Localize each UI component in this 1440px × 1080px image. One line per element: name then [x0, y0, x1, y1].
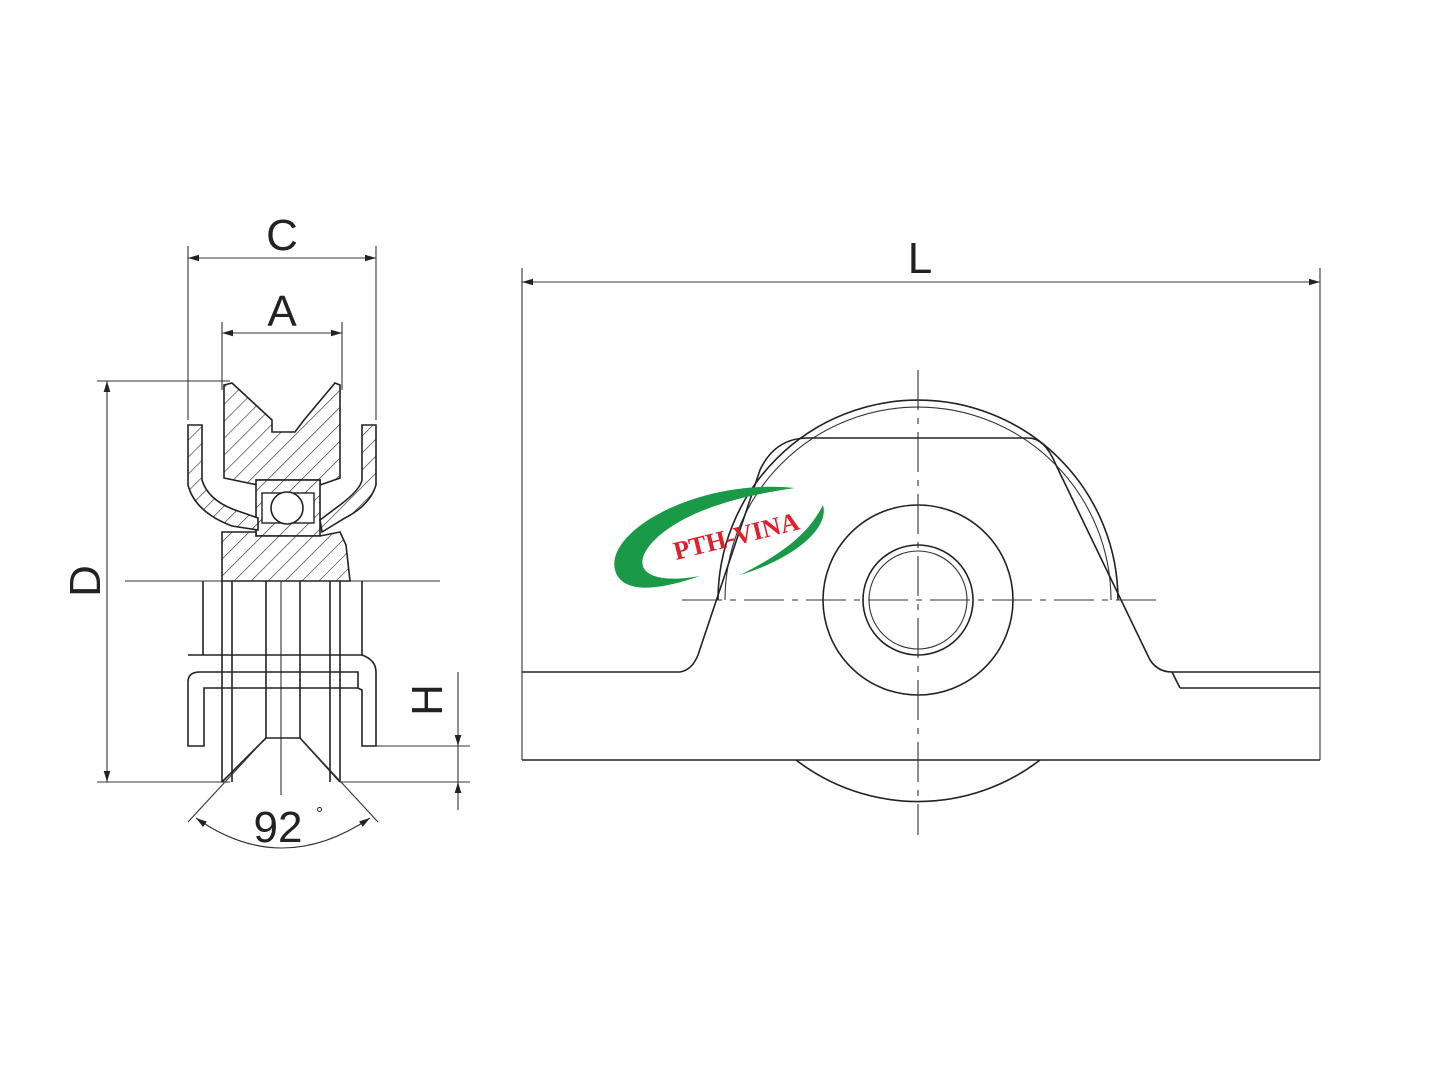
wheel-section-upper — [223, 382, 341, 487]
section-view — [97, 246, 470, 849]
ball-icon — [270, 491, 304, 525]
front-view — [521, 268, 1321, 835]
label-l: L — [908, 234, 932, 283]
bottom-channel — [187, 654, 377, 747]
wheel-section-lower — [221, 531, 351, 582]
label-h: H — [403, 684, 452, 716]
label-c: C — [266, 211, 298, 260]
label-angle-unit: ° — [316, 804, 323, 824]
angle-arc — [195, 817, 371, 849]
label-angle: 92 — [254, 803, 303, 852]
wheel-outline-bottom — [795, 759, 1041, 803]
bracket-left-plate — [187, 424, 259, 531]
bracket-right-plate — [319, 424, 377, 534]
label-d: D — [61, 565, 110, 597]
label-a: A — [267, 287, 297, 336]
pth-vina-logo: PTH-VINA — [614, 486, 824, 588]
bracket-outline — [522, 437, 1320, 673]
